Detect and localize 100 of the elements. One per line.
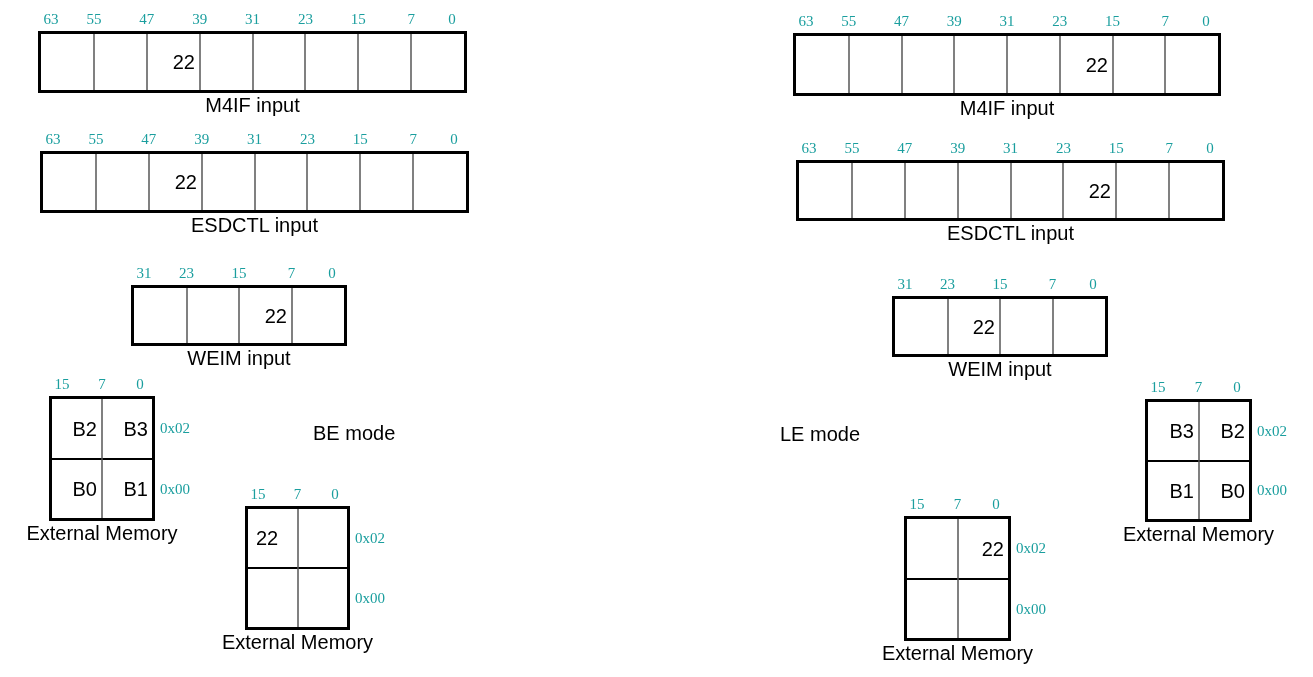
bit-number: 15 — [350, 12, 366, 27]
cell-value: B2 — [72, 418, 97, 439]
cell-value: 22 — [264, 305, 287, 326]
bit-number: 39 — [192, 12, 208, 27]
register-cell — [52, 459, 102, 518]
bit-number: 31 — [245, 12, 260, 27]
bit-number: 39 — [950, 141, 966, 156]
register-cell — [248, 509, 298, 568]
empty-cell — [1113, 36, 1165, 93]
bit-number: 7 — [1048, 277, 1057, 292]
cell-value: 22 — [981, 538, 1004, 559]
bit-number: 0 — [331, 487, 339, 502]
bit-number: 47 — [141, 132, 157, 147]
cell-value: 22 — [174, 172, 197, 192]
bit-number: 0 — [448, 12, 456, 27]
memory-name: External Memory — [1122, 522, 1275, 547]
empty-cell — [1011, 163, 1063, 218]
address-label: 0x02 — [355, 530, 385, 546]
bit-number: 0 — [1202, 14, 1210, 29]
empty-cell — [305, 34, 358, 90]
bit-number: 15 — [992, 277, 1008, 292]
mode-label: BE mode — [313, 421, 396, 446]
register-name: ESDCTL input — [190, 213, 319, 238]
address-label: 0x00 — [1257, 483, 1287, 498]
register-cell — [52, 399, 102, 459]
bit-number: 47 — [139, 12, 155, 27]
bit-number: 7 — [1161, 14, 1169, 29]
bit-number: 0 — [1089, 277, 1097, 292]
bit-number: 15 — [1108, 141, 1124, 156]
register-cell — [1148, 461, 1199, 519]
cell-value: 22 — [172, 52, 195, 72]
empty-cell — [358, 34, 411, 90]
bit-number: 15 — [250, 487, 266, 502]
bit-number: 15 — [909, 497, 925, 512]
register-cell — [147, 34, 200, 90]
bit-number: 55 — [844, 141, 860, 156]
bit-number: 31 — [1003, 141, 1018, 156]
bit-number: 0 — [1233, 380, 1241, 395]
empty-cell — [360, 154, 413, 210]
cell-value: 22 — [1088, 180, 1111, 201]
bit-number: 15 — [54, 377, 70, 392]
empty-cell — [958, 163, 1011, 218]
empty-cell — [1000, 299, 1053, 354]
bit-number: 15 — [231, 266, 247, 281]
cell-value: B3 — [123, 418, 148, 439]
empty-cell — [905, 163, 958, 218]
bit-number: 23 — [940, 277, 955, 292]
bit-number: 63 — [45, 132, 61, 147]
bit-number: 7 — [1194, 380, 1203, 395]
empty-cell — [849, 36, 902, 93]
memory-name: External Memory — [26, 521, 178, 546]
bit-number: 23 — [1055, 141, 1071, 156]
bit-number: 63 — [801, 141, 817, 156]
bit-number: 0 — [136, 377, 144, 392]
bit-number: 0 — [450, 132, 458, 147]
empty-cell — [94, 34, 147, 90]
register-name: M4IF input — [959, 96, 1055, 121]
cell-value: 22 — [1085, 54, 1108, 75]
bit-number: 7 — [1165, 141, 1173, 156]
empty-cell — [202, 154, 255, 210]
cell-value: B3 — [1169, 421, 1194, 441]
empty-cell — [1116, 163, 1169, 218]
cell-value: 22 — [972, 316, 995, 337]
bit-number: 0 — [328, 266, 336, 281]
bit-number: 55 — [841, 14, 857, 29]
empty-cell — [96, 154, 149, 210]
register-cell — [1148, 402, 1199, 461]
cell-value: B2 — [1220, 421, 1245, 441]
bit-number: 31 — [247, 132, 262, 147]
bit-number: 0 — [992, 497, 1000, 512]
bit-number: 23 — [1052, 14, 1068, 29]
bit-number: 55 — [86, 12, 102, 27]
empty-cell — [1007, 36, 1060, 93]
empty-cell — [902, 36, 954, 93]
register-name: WEIM input — [948, 357, 1052, 382]
bit-number: 39 — [194, 132, 210, 147]
register-name: WEIM input — [187, 346, 291, 371]
bit-number: 7 — [293, 487, 302, 502]
bit-number: 47 — [897, 141, 913, 156]
cell-value: B1 — [123, 479, 148, 499]
cell-value: B0 — [1220, 480, 1245, 501]
empty-cell — [187, 288, 239, 343]
bit-number: 63 — [43, 12, 59, 27]
address-label: 0x02 — [160, 421, 190, 436]
address-label: 0x00 — [355, 590, 385, 606]
bit-number: 7 — [409, 132, 417, 147]
cell-value: 22 — [256, 528, 279, 548]
bit-number: 31 — [136, 266, 152, 281]
bit-number: 23 — [297, 12, 313, 27]
bit-number: 15 — [1105, 14, 1120, 29]
register-cell — [239, 288, 292, 343]
bit-number: 7 — [407, 12, 415, 27]
cell-value: B0 — [72, 479, 97, 499]
memory-name: External Memory — [881, 641, 1034, 666]
bit-number: 15 — [352, 132, 368, 147]
address-label: 0x02 — [1257, 423, 1287, 439]
bit-number: 15 — [1150, 380, 1166, 395]
register-name: M4IF input — [205, 93, 300, 118]
empty-cell — [200, 34, 253, 90]
register-cell — [1063, 163, 1116, 218]
